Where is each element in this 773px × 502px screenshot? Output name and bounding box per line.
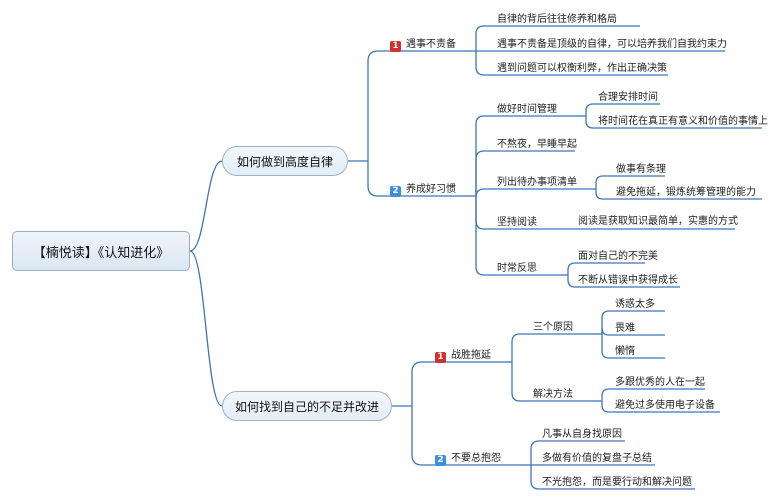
habit-node[interactable]: 不熬夜，早睡早起 (497, 139, 577, 150)
connector-line (585, 103, 598, 116)
branch-label: 如何找到自己的不足并改进 (234, 399, 379, 414)
connector-line (601, 327, 615, 336)
connector-line (475, 196, 497, 230)
connector-line (475, 188, 497, 198)
connector-line (601, 401, 615, 413)
leaf-node[interactable]: 不光抱怨，而是要行动和解决问题 (542, 477, 692, 488)
priority-2-badge: 2 (435, 455, 446, 466)
subtopic-label: 不要总抱怨 (451, 453, 501, 464)
branch-find-weakness[interactable]: 如何找到自己的不足并改进 (222, 391, 392, 421)
root-label: 【楠悦读】《认知进化》 (32, 245, 170, 261)
connector-line (475, 115, 497, 196)
habit-node[interactable]: 列出待办事项清单 (497, 177, 577, 188)
connector-line (475, 51, 497, 76)
habit-node[interactable]: 时常反思 (497, 263, 537, 274)
leaf-node[interactable]: 多跟优秀的人在一起 (615, 377, 705, 388)
connector-line (601, 310, 615, 334)
connector-line (601, 388, 615, 401)
leaf-node[interactable]: 不断从错误中获得成长 (578, 275, 678, 286)
subtopic-no-blame[interactable]: 1 遇事不责备 (390, 39, 456, 52)
leaf-node[interactable]: 面对自己的不完美 (578, 251, 658, 262)
leaf-node[interactable]: 遇事不责备是顶级的自律，可以培养我们自我约束力 (497, 39, 727, 50)
connector-line (585, 116, 598, 129)
connector-line (189, 250, 223, 407)
leaf-node[interactable]: 多做有价值的复盘子总结 (542, 453, 652, 464)
connector-line (567, 275, 578, 288)
subtopic-good-habits[interactable]: 2 养成好习惯 (390, 184, 456, 197)
subtopic-label: 养成好习惯 (406, 184, 456, 195)
connector-line (511, 362, 533, 402)
connector-line (367, 50, 390, 161)
branch-self-discipline[interactable]: 如何做到高度自律 (222, 146, 348, 176)
leaf-node[interactable]: 合理安排时间 (598, 92, 658, 103)
branch-label: 如何做到高度自律 (236, 154, 333, 169)
leaf-node[interactable]: 畏难 (615, 323, 635, 334)
priority-2-badge: 2 (390, 186, 401, 197)
connector-line (189, 160, 223, 252)
leaf-node[interactable]: 避免拖延，锻炼统筹管理的能力 (616, 187, 756, 198)
subtopic-label: 遇事不责备 (406, 39, 456, 50)
connector-line (530, 465, 542, 490)
connector-line (411, 406, 435, 466)
priority-1-badge: 1 (435, 352, 446, 363)
subtopic-beat-procrastination[interactable]: 1 战胜拖延 (435, 350, 491, 363)
connector-line (367, 161, 390, 197)
connector-line (595, 175, 616, 189)
connector-line (475, 25, 497, 51)
leaf-node[interactable]: 将时间花在真正有意义和价值的事情上 (598, 116, 768, 127)
connector-line (475, 196, 497, 276)
root-node[interactable]: 【楠悦读】《认知进化》 (12, 231, 190, 271)
leaf-node[interactable]: 自律的背后往往修养和格局 (497, 14, 617, 25)
connector-line (530, 440, 542, 465)
connector-line (601, 334, 615, 359)
group-node[interactable]: 解决方法 (533, 389, 573, 400)
subtopic-stop-complaining[interactable]: 2 不要总抱怨 (435, 453, 501, 466)
leaf-node[interactable]: 凡事从自身找原因 (542, 429, 622, 440)
leaf-node[interactable]: 遇到问题可以权衡利弊，作出正确决策 (497, 63, 667, 74)
leaf-node[interactable]: 做事有条理 (616, 164, 666, 175)
connector-line (411, 361, 435, 406)
habit-node[interactable]: 坚持阅读 (497, 217, 537, 228)
leaf-node[interactable]: 懒惰 (615, 346, 635, 357)
connector-line (511, 333, 533, 362)
leaf-node[interactable]: 避免过多使用电子设备 (615, 400, 715, 411)
priority-1-badge: 1 (390, 41, 401, 52)
leaf-node[interactable]: 阅读是获取知识最简单，实惠的方式 (578, 216, 738, 227)
subtopic-label: 战胜拖延 (451, 350, 491, 361)
habit-node[interactable]: 做好时间管理 (497, 104, 557, 115)
leaf-node[interactable]: 诱惑太多 (615, 299, 655, 310)
group-node[interactable]: 三个原因 (533, 322, 573, 333)
connector-line (595, 189, 616, 200)
connector-line (567, 262, 578, 275)
connector-line (475, 150, 497, 196)
